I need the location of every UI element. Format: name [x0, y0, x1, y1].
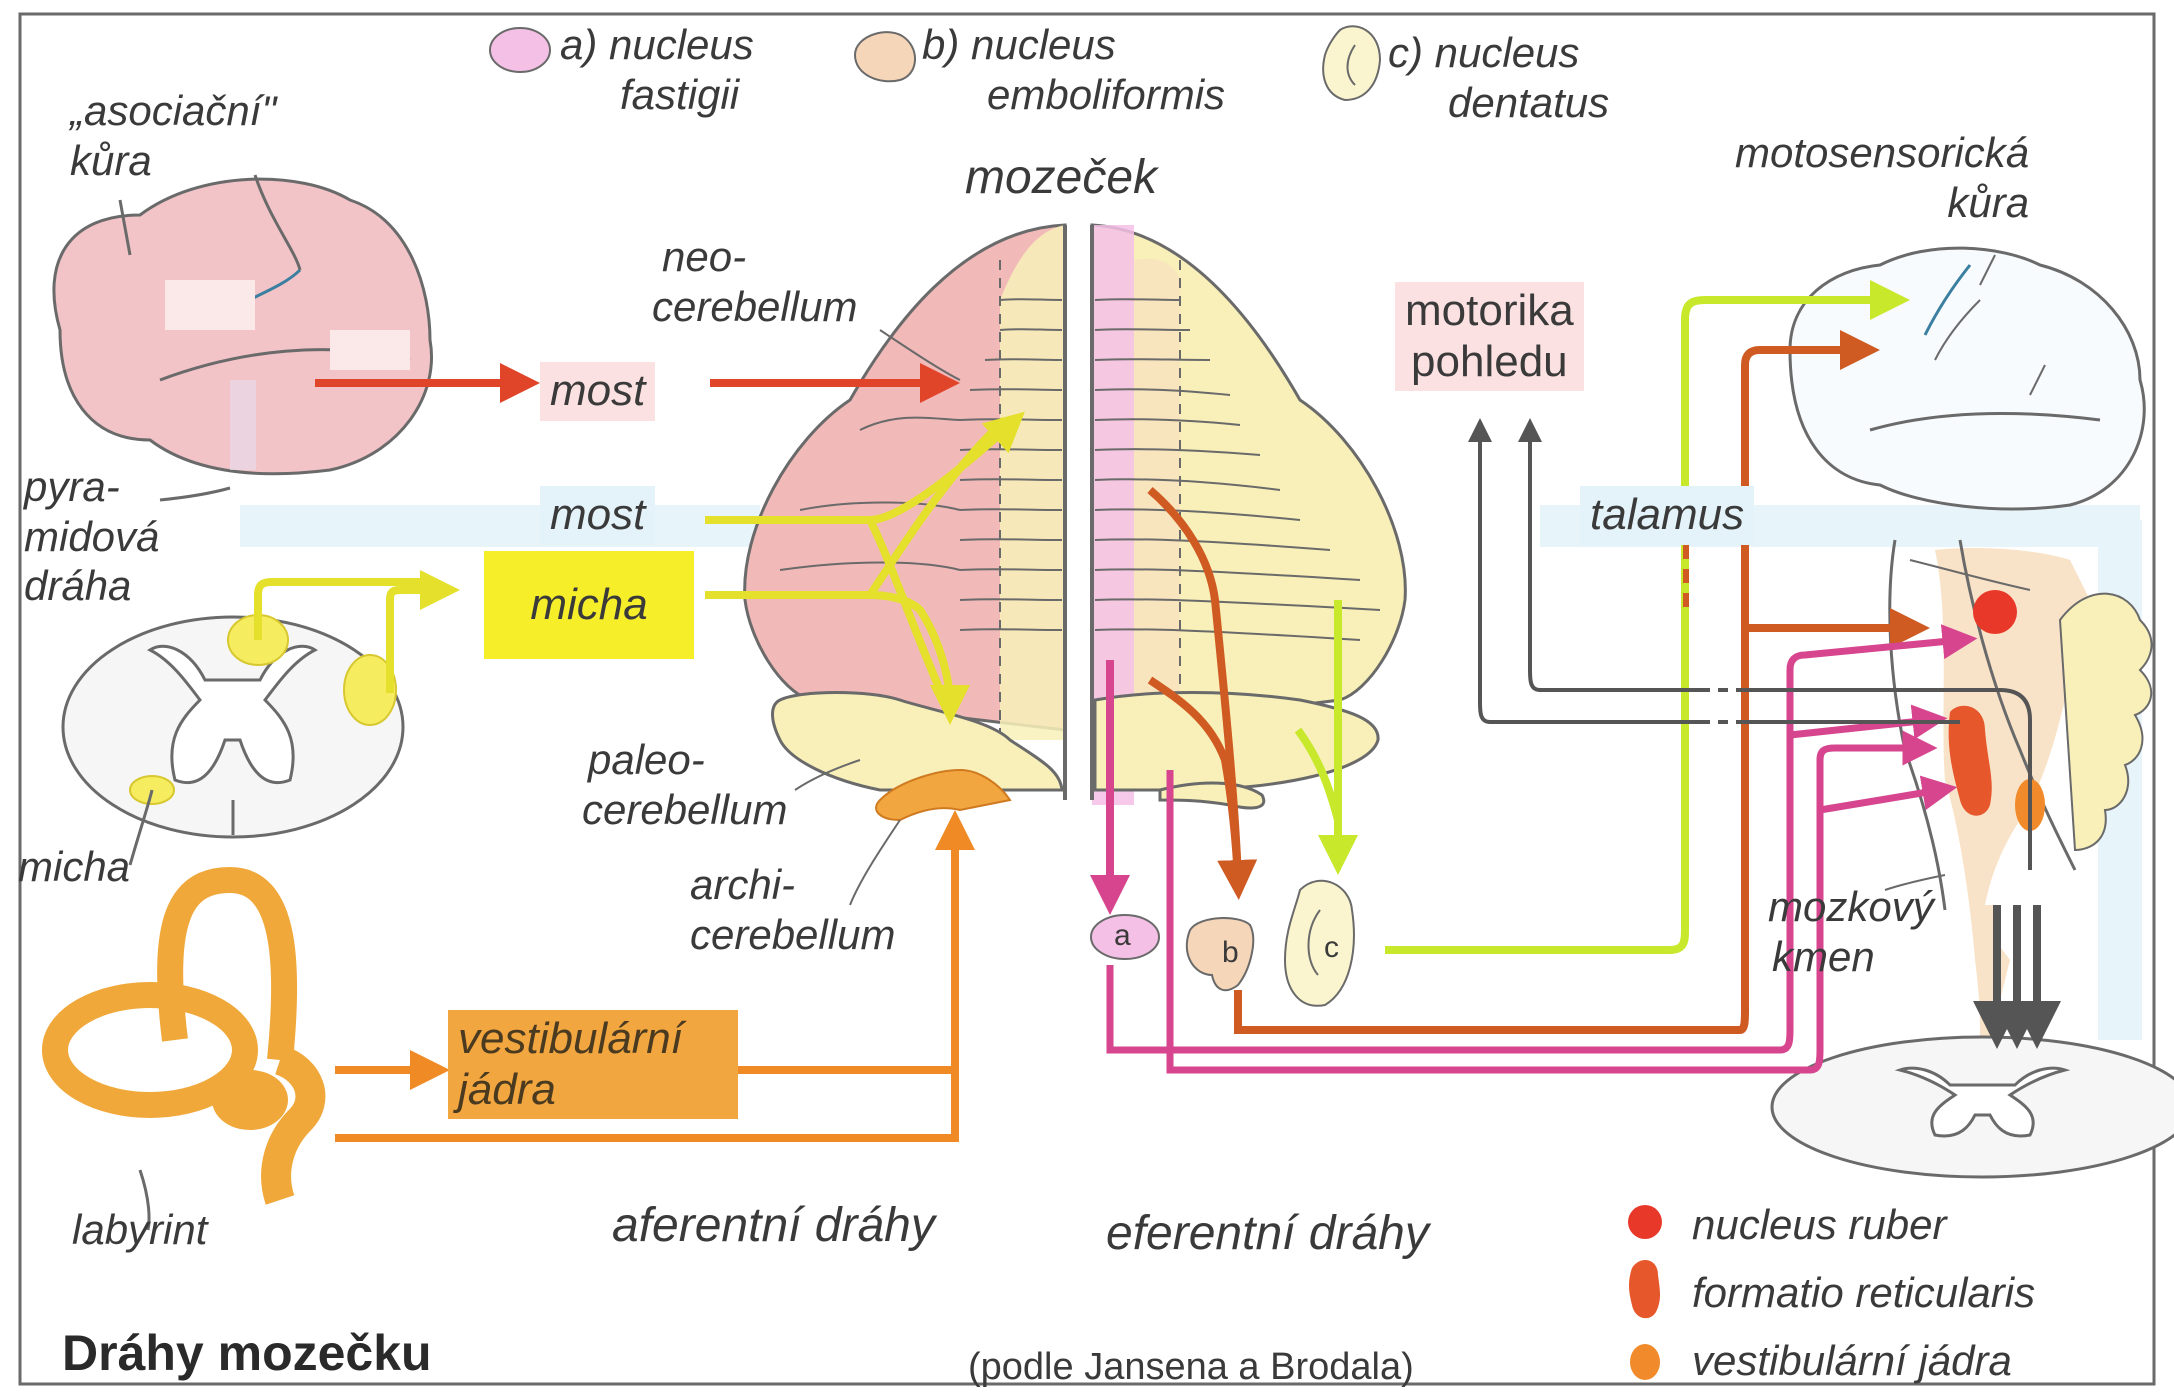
association-cortex-label: „asociační" kůra: [70, 86, 276, 185]
pyramidal-tract-line1: pyra-: [24, 462, 159, 512]
brainstem-line1: mozkový: [1768, 882, 1934, 932]
motosensory-cortex-label: motosensorická kůra: [1735, 128, 2029, 227]
pyramidal-tract-label: pyra- midová dráha: [24, 462, 159, 611]
nucleus-emboliformis-icon: [855, 32, 915, 81]
pyramidal-tract-line3: dráha: [24, 561, 159, 611]
cerebrum-left: [54, 175, 432, 474]
labyrinth-label: labyrint: [72, 1205, 207, 1255]
nucleus-c-shape: [1285, 881, 1354, 1006]
brainstem-label: mozkový kmen: [1768, 882, 1934, 981]
vestibular-nuclei-box: vestibulární jádra: [448, 1010, 738, 1119]
legend-nucleus-ruber-label: nucleus ruber: [1692, 1200, 1946, 1250]
formatio-reticularis-icon: [1629, 1260, 1660, 1318]
micha-box-yellow: micha: [484, 551, 694, 659]
archicerebellum-line1: archi-: [690, 860, 895, 910]
legend-a-line2: fastigii: [560, 70, 754, 120]
pyramidal-tract-line2: midová: [24, 512, 159, 562]
cerebellum-title: mozeček: [965, 150, 1157, 207]
most-box-blue: most: [540, 486, 655, 545]
nucleus-ruber-dot-icon: [1628, 1205, 1662, 1239]
paleocerebellum-label: paleo- cerebellum: [582, 735, 787, 834]
legend-b-line1: b) nucleus: [922, 20, 1225, 70]
afferent-pathways-caption: aferentní dráhy: [612, 1198, 935, 1255]
light-blue-band-left: [240, 505, 760, 547]
archicerebellum-line2: cerebellum: [690, 910, 895, 960]
spinal-cord-label: micha: [18, 842, 130, 892]
gaze-motor-box: motorika pohledu: [1395, 282, 1584, 391]
pyramid-leader-line: [160, 488, 230, 500]
vestibular-nuclei-line2: jádra: [458, 1065, 728, 1116]
nucleus-a-letter: a: [1114, 918, 1131, 953]
legend-vestibular-nuclei-label: vestibulární jádra: [1692, 1336, 2012, 1386]
legend-formatio-reticularis-label: formatio reticularis: [1692, 1268, 2035, 1318]
labyrinth: [55, 880, 310, 1230]
nucleus-b-shape: [1187, 918, 1253, 990]
spinal-cord-left: [63, 615, 403, 865]
gaze-motor-line2: pohledu: [1405, 337, 1574, 388]
vestibular-nuclei-dot-icon: [1630, 1344, 1660, 1380]
nucleus-fastigii-icon: [490, 28, 550, 72]
nucleus-b-letter: b: [1222, 935, 1239, 970]
gaze-motor-line1: motorika: [1405, 286, 1574, 337]
brainstem-line2: kmen: [1768, 932, 1934, 982]
motosensory-cortex-line2: kůra: [1735, 178, 2029, 228]
nucleus-c-letter: c: [1324, 930, 1339, 965]
figure-source: (podle Jansena a Brodala): [968, 1346, 1414, 1389]
legend-c-line1: c) nucleus: [1388, 28, 1609, 78]
paleocerebellum-line1: paleo-: [582, 735, 787, 785]
motosensory-cortex-line1: motosensorická: [1735, 128, 2029, 178]
association-cortex-line1: „asociační": [70, 86, 276, 136]
cerebrum-right: [1790, 248, 2144, 509]
legend-a-line1: a) nucleus: [560, 20, 754, 70]
association-cortex-line2: kůra: [70, 136, 276, 186]
neocerebellum-line1: neo-: [652, 232, 857, 282]
neocerebellum-label: neo- cerebellum: [652, 232, 857, 331]
legend-c-label: c) nucleus dentatus: [1388, 28, 1609, 127]
legend-b-label: b) nucleus emboliformis: [922, 20, 1225, 119]
efferent-pathways-caption: eferentní dráhy: [1106, 1206, 1429, 1263]
thalamus-box: talamus: [1580, 486, 1754, 545]
legend-a-label: a) nucleus fastigii: [560, 20, 754, 119]
most-box-red: most: [540, 362, 655, 421]
neocerebellum-line2: cerebellum: [652, 282, 857, 332]
paleocerebellum-line2: cerebellum: [582, 785, 787, 835]
figure-title: Dráhy mozečku: [62, 1324, 432, 1382]
spinal-cord-right: [1772, 1037, 2174, 1177]
nucleus-dentatus-icon: [1323, 26, 1380, 100]
archicerebellum-label: archi- cerebellum: [690, 860, 895, 959]
legend-b-line2: emboliformis: [922, 70, 1225, 120]
legend-c-line2: dentatus: [1388, 78, 1609, 128]
vestibular-nuclei-line1: vestibulární: [458, 1014, 728, 1065]
